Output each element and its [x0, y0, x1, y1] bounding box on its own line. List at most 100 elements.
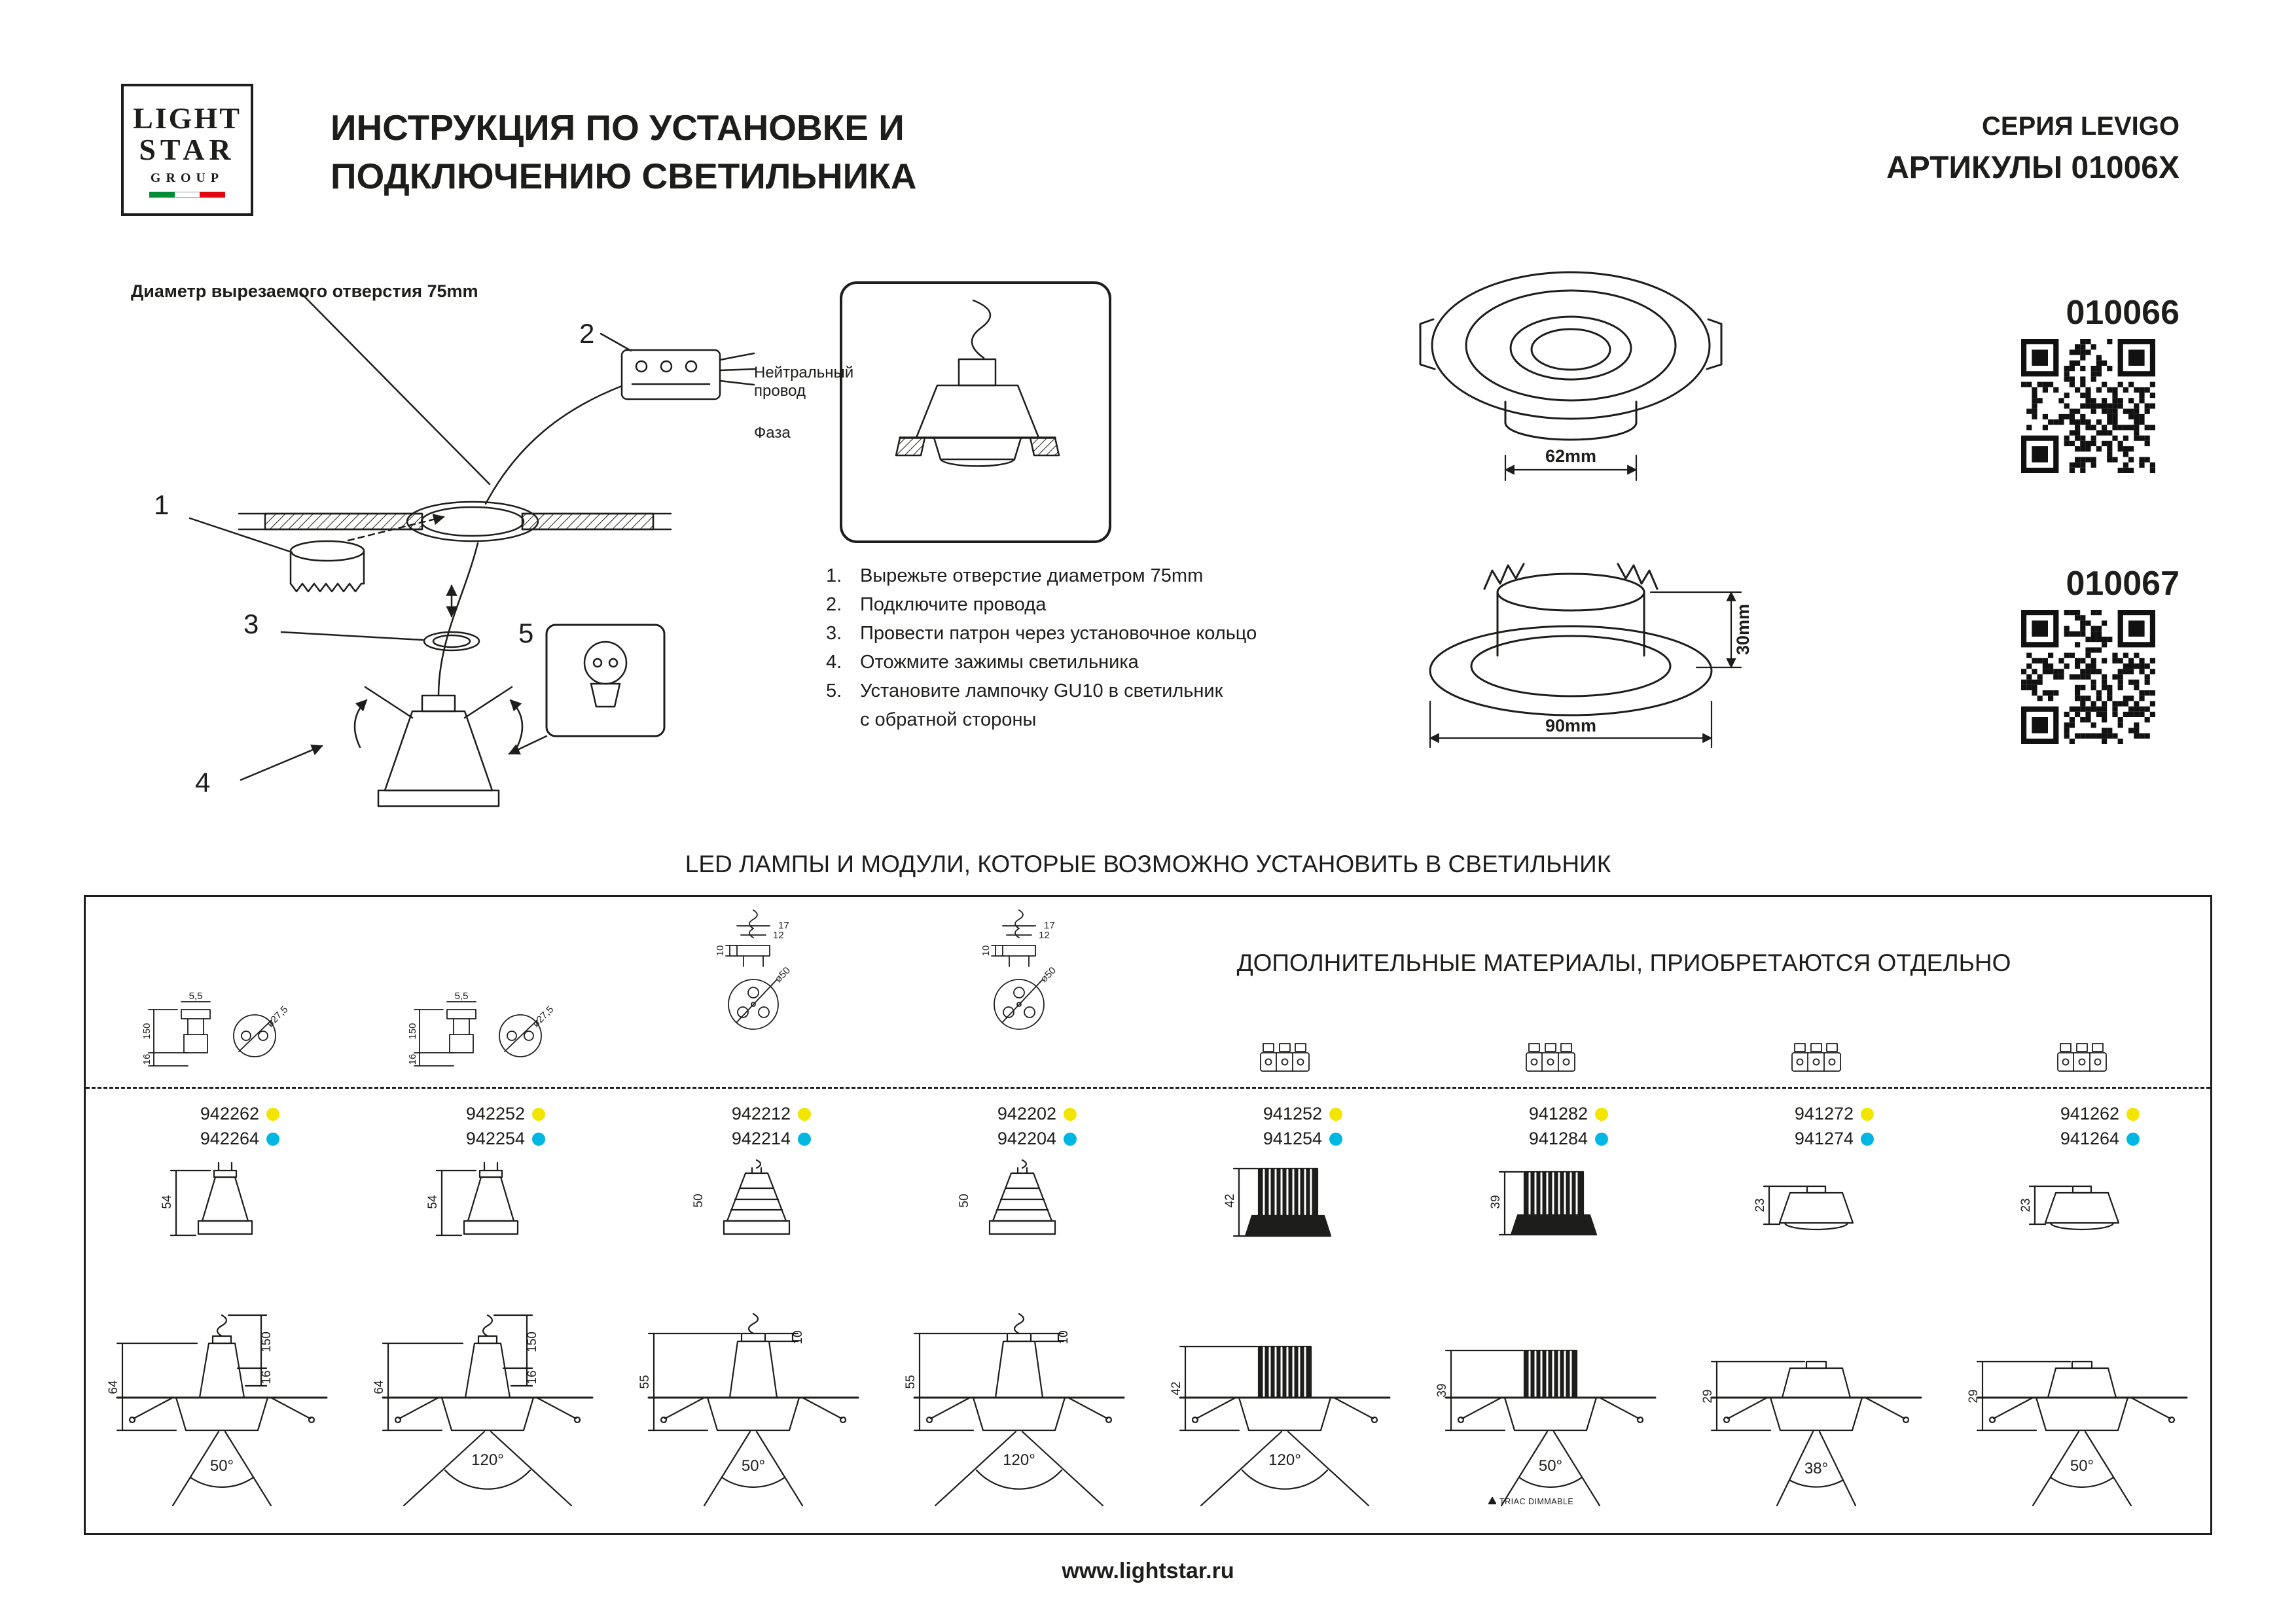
- led-column-941272: 941272 941274 23: [1685, 897, 1947, 1537]
- led-column-941282: 941282 941284 39: [1420, 897, 1681, 1537]
- svg-text:64: 64: [107, 1380, 120, 1394]
- installation-steps-list: 1.Вырежьте отверстие диаметром 75mm 2.По…: [826, 561, 1376, 734]
- connector-icon: [1791, 1043, 1841, 1072]
- product-code: 942254: [465, 1129, 525, 1148]
- product-code: 941264: [2060, 1129, 2119, 1148]
- svg-text:150: 150: [141, 1023, 152, 1039]
- product-code: 942204: [997, 1129, 1056, 1148]
- list-item: 2.Подключите провода: [826, 594, 1047, 615]
- cool-white-dot: [2126, 1132, 2140, 1146]
- product-codes: 942202 942204: [961, 1104, 1077, 1149]
- beam-angle-label: 50°: [742, 1457, 765, 1475]
- beam-angle-label: 120°: [471, 1451, 504, 1469]
- connector-icon: [1260, 1043, 1310, 1072]
- product-code: 942202: [997, 1104, 1056, 1123]
- fixture-top-view-drawing: 62mm: [1419, 271, 1723, 482]
- beam-angle-label: 50°: [210, 1457, 234, 1475]
- svg-text:55: 55: [904, 1375, 918, 1388]
- svg-text:23: 23: [1753, 1198, 1767, 1212]
- list-item: 4.Отожмите зажимы светильника: [826, 652, 1139, 673]
- product-codes: 941282 941284: [1493, 1104, 1608, 1149]
- phase-label: Фаза: [754, 424, 791, 442]
- svg-text:55: 55: [638, 1375, 652, 1388]
- lightstar-logo: LIGHT STAR GROUP: [121, 84, 253, 216]
- led-module-icon: 17 12 10 ø50: [980, 909, 1058, 1030]
- svg-text:5,5: 5,5: [455, 991, 469, 1002]
- product-code: 942264: [200, 1129, 259, 1148]
- svg-text:23: 23: [2019, 1198, 2033, 1212]
- dimension-label: 62mm: [1545, 446, 1596, 466]
- svg-text:16: 16: [260, 1370, 274, 1384]
- beam-angle-label: 38°: [1804, 1460, 1828, 1477]
- triac-dimmable-note: TRIAC DIMMABLE: [1499, 1497, 1573, 1506]
- svg-text:17: 17: [1044, 920, 1055, 931]
- extras-title: ДОПОЛНИТЕЛЬНЫЕ МАТЕРИАЛЫ, ПРИОБРЕТАЮТСЯ …: [1236, 949, 2011, 976]
- led-module-drawing: 39: [1489, 1171, 1598, 1236]
- product-codes: 941272 941274: [1759, 1104, 1874, 1149]
- led-column-942262: 150 16 5,5 ø27,5 942262 942264 54: [91, 897, 353, 1537]
- website-url: www.lightstar.ru: [1062, 1559, 1234, 1583]
- svg-text:150: 150: [260, 1332, 274, 1352]
- step-marker-2: 2: [579, 318, 595, 349]
- svg-text:10: 10: [715, 945, 726, 957]
- cool-white-dot: [798, 1132, 811, 1146]
- beam-angle-label: 120°: [1268, 1451, 1301, 1469]
- installed-lamp-drawing: 29 50°: [1967, 1360, 2188, 1507]
- led-downlight-drawing: 23: [1753, 1185, 1854, 1231]
- svg-text:150: 150: [407, 1023, 418, 1039]
- svg-text:12: 12: [1039, 930, 1050, 941]
- svg-text:10: 10: [980, 945, 992, 957]
- svg-text:10: 10: [1057, 1330, 1071, 1344]
- installed-lamp-drawing: 64 150 16 50°: [107, 1314, 328, 1507]
- warm-white-dot: [798, 1107, 811, 1121]
- gu10-lamp-icon: 150 16 5,5 ø27,5: [141, 991, 290, 1067]
- svg-text:54: 54: [426, 1195, 440, 1209]
- cool-white-dot: [532, 1132, 545, 1146]
- list-item: 1.Вырежьте отверстие диаметром 75mm: [826, 565, 1204, 586]
- installed-lamp-drawing: 39 50° TRIAC DIMMABLE: [1435, 1349, 1657, 1507]
- installed-lamp-drawing: 55 10 120°: [904, 1313, 1125, 1507]
- dashed-divider: [86, 1087, 2210, 1089]
- svg-text:5,5: 5,5: [189, 991, 203, 1002]
- warm-white-dot: [532, 1107, 545, 1121]
- svg-text:10: 10: [791, 1330, 805, 1344]
- installed-lamp-drawing: 29 38°: [1701, 1360, 1922, 1507]
- svg-text:ø50: ø50: [773, 965, 793, 985]
- product-code: 941274: [1794, 1129, 1854, 1148]
- neutral-wire-label: Нейтральный провод: [754, 364, 854, 400]
- gu10-lamp-icon: 150 16 5,5 ø27,5: [407, 991, 556, 1067]
- connector-icon: [1526, 1043, 1575, 1072]
- svg-text:16: 16: [407, 1054, 418, 1065]
- step-marker-4: 4: [195, 767, 211, 798]
- logo-word: LIGHT: [133, 101, 242, 135]
- gu10-lamp-drawing: 54: [426, 1161, 519, 1237]
- product-code: 941262: [2060, 1104, 2119, 1123]
- led-column-942202: 17 12 10 ø50 942202 942204 50: [888, 897, 1150, 1537]
- cool-white-dot: [1064, 1132, 1077, 1146]
- svg-text:ø27,5: ø27,5: [530, 1004, 556, 1029]
- cool-white-dot: [1329, 1132, 1342, 1146]
- cool-white-dot: [1861, 1132, 1874, 1146]
- svg-text:16: 16: [141, 1054, 152, 1065]
- svg-text:ø27,5: ø27,5: [264, 1004, 290, 1029]
- svg-text:64: 64: [372, 1380, 386, 1394]
- warm-white-dot: [1329, 1107, 1342, 1121]
- warm-white-dot: [1861, 1107, 1874, 1121]
- product-code: 941272: [1794, 1104, 1854, 1123]
- warm-white-dot: [266, 1107, 279, 1121]
- led-column-942252: 150 16 5,5 ø27,5 942252 942254 54: [357, 897, 619, 1537]
- led-column-942212: 17 12 10 ø50 942212 942214 50: [622, 897, 884, 1537]
- list-item-continuation: с обратной стороны: [860, 709, 1037, 730]
- installed-lamp-drawing: 55 10 50°: [638, 1313, 859, 1507]
- list-item: 3.Провести патрон через установочное кол…: [826, 623, 1257, 644]
- warm-white-dot: [2126, 1107, 2140, 1121]
- product-codes: 941252 941254: [1227, 1104, 1342, 1149]
- italian-flag-icon: [149, 191, 226, 198]
- mr16-lamp-drawing: 50: [958, 1159, 1056, 1235]
- installed-lamp-drawing: 42 120°: [1170, 1345, 1391, 1507]
- svg-text:29: 29: [1701, 1389, 1715, 1403]
- product-code: 941252: [1263, 1104, 1322, 1123]
- product-codes: 942262 942264: [164, 1104, 279, 1149]
- mr16-lamp-drawing: 50: [692, 1159, 791, 1235]
- title-line-2: ПОДКЛЮЧЕНИЮ СВЕТИЛЬНИКА: [331, 156, 917, 196]
